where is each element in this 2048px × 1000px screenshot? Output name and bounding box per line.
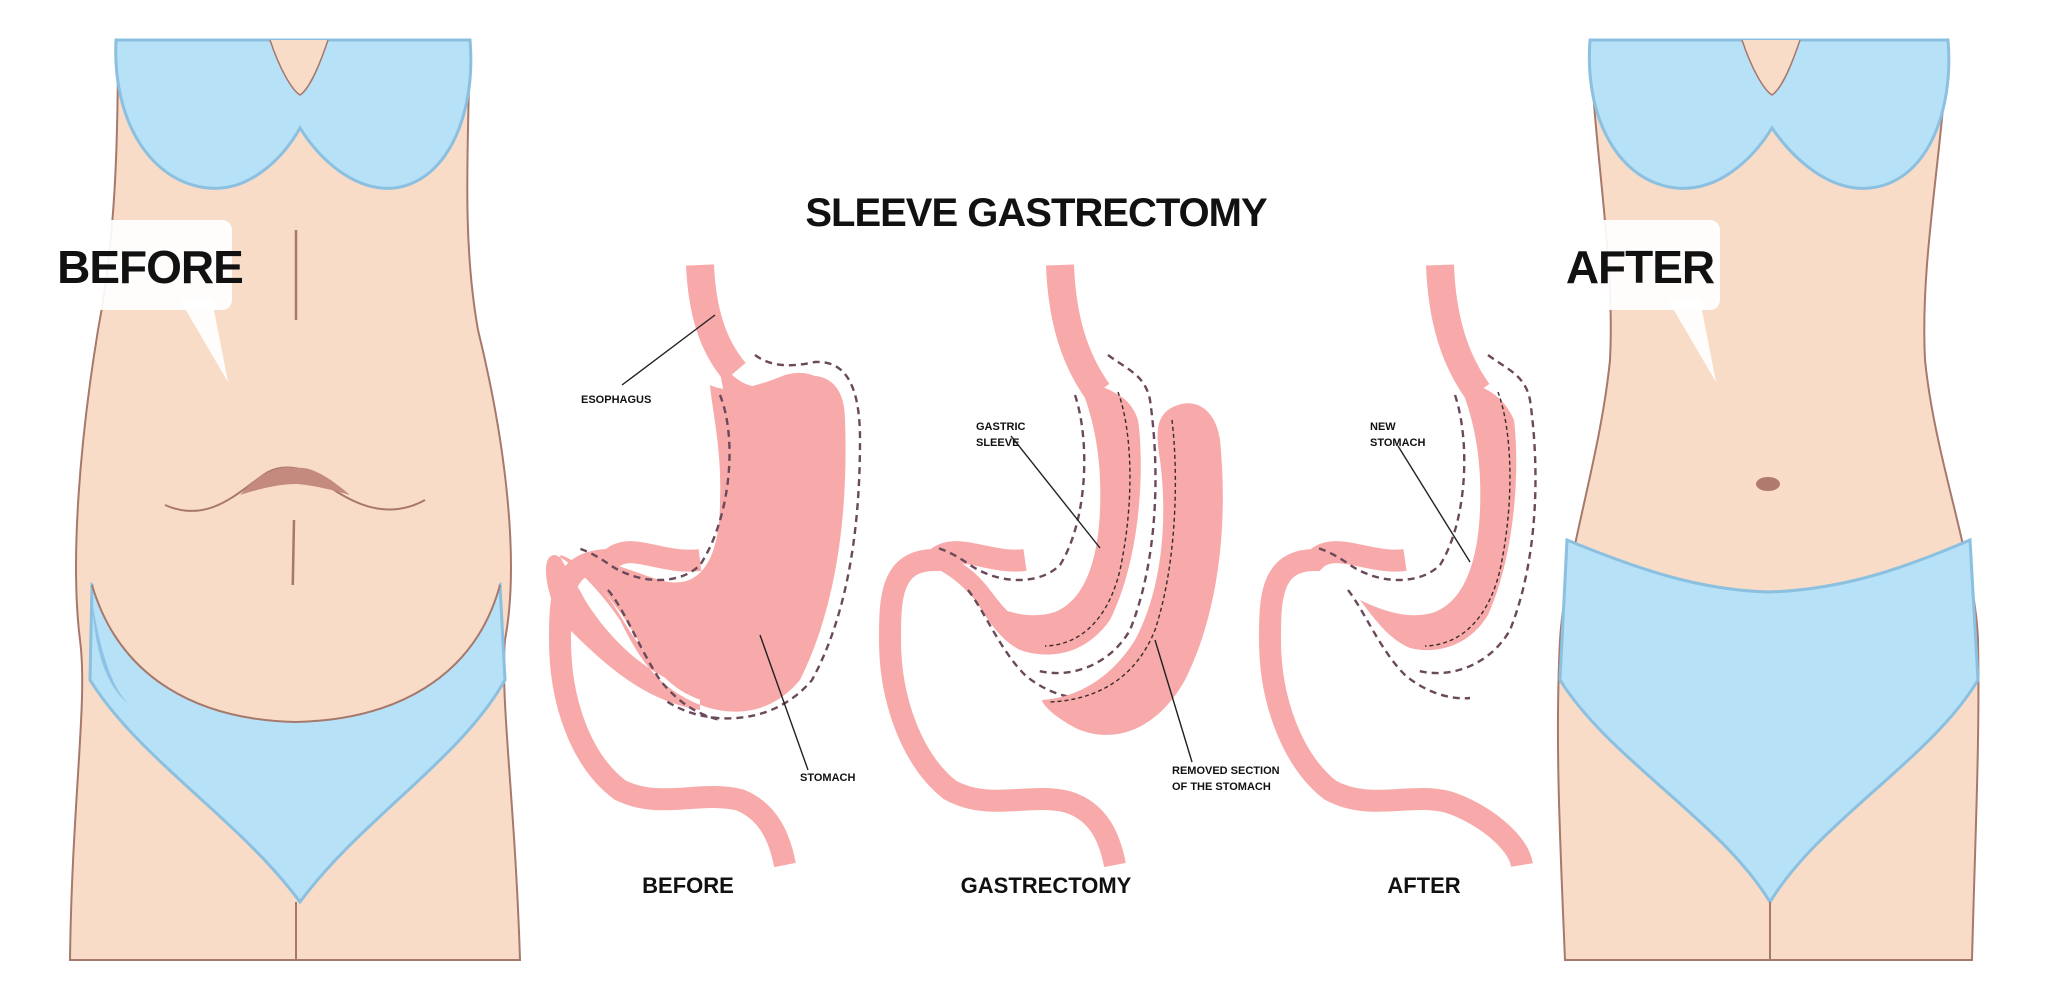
left-navel xyxy=(240,467,350,495)
esophagus-tube-3 xyxy=(1426,264,1490,401)
panel-gastrectomy: GASTRIC SLEEVE REMOVED SECTION OF THE ST… xyxy=(878,264,1280,898)
label-new-line1: NEW xyxy=(1370,421,1396,433)
before-speech-bubble: BEFORE xyxy=(57,220,244,382)
left-belly-overhang xyxy=(91,584,501,724)
sleeve-staple-line xyxy=(1044,391,1131,647)
before-dash-inner xyxy=(577,394,731,582)
gastrectomy-dash-outer xyxy=(1034,354,1157,675)
esophagus-tube-2 xyxy=(1046,264,1110,401)
new-stomach xyxy=(1360,380,1517,651)
label-removed-line2: OF THE STOMACH xyxy=(1172,781,1271,793)
gastric-sleeve xyxy=(930,380,1141,655)
gastrectomy-dash-lower xyxy=(967,589,1091,700)
left-cleavage xyxy=(269,39,329,96)
esophagus-tube xyxy=(686,264,746,382)
after-dash-inner xyxy=(1317,394,1466,582)
removed-section-leader xyxy=(1154,639,1193,763)
right-cleavage xyxy=(1741,39,1801,96)
removed-staple-line xyxy=(1049,419,1177,703)
label-new-line2: STOMACH xyxy=(1370,437,1425,449)
gastric-sleeve-leader xyxy=(1010,435,1101,549)
after-bubble-text: AFTER xyxy=(1566,241,1715,293)
caption-after: AFTER xyxy=(1387,873,1460,898)
left-bra xyxy=(114,38,473,190)
label-removed-line1: REMOVED SECTION xyxy=(1172,765,1280,777)
new-stomach-staple-line xyxy=(1424,391,1511,647)
right-body-figure: AFTER xyxy=(1556,38,1980,961)
diagram-title: SLEEVE GASTRECTOMY xyxy=(805,191,1268,235)
left-body-figure: BEFORE xyxy=(57,38,522,961)
new-stomach-leader xyxy=(1397,445,1471,563)
caption-before: BEFORE xyxy=(642,873,734,898)
right-bra xyxy=(1587,38,1951,190)
caption-gastrectomy: GASTRECTOMY xyxy=(961,873,1132,898)
duodenum-before xyxy=(548,541,796,868)
panel-after: NEW STOMACH AFTER xyxy=(1258,264,1537,898)
right-underwear xyxy=(1558,537,1980,905)
esophagus-leader xyxy=(621,314,716,386)
after-dash-lower xyxy=(1347,589,1471,700)
duodenum-after xyxy=(1258,541,1533,868)
gastrectomy-dash-inner xyxy=(937,394,1086,582)
stomach-leader xyxy=(759,634,809,771)
gastric-sleeve-upper xyxy=(980,380,1137,651)
right-navel xyxy=(1756,477,1780,491)
label-stomach: STOMACH xyxy=(800,772,855,784)
panel-before: ESOPHAGUS STOMACH BEFORE xyxy=(545,264,862,898)
duodenum-gastrectomy xyxy=(878,541,1126,868)
label-gastric-line1: GASTRIC xyxy=(976,421,1026,433)
label-gastric-line2: SLEEVE xyxy=(976,437,1019,449)
before-bubble-text: BEFORE xyxy=(57,241,243,293)
removed-stomach-section xyxy=(1042,403,1223,735)
left-underwear-shadow xyxy=(92,600,130,705)
after-dash-outer xyxy=(1414,354,1537,675)
label-esophagus: ESOPHAGUS xyxy=(581,394,651,406)
after-speech-bubble: AFTER xyxy=(1566,220,1720,382)
before-dash-outer xyxy=(664,354,862,720)
before-dash-lower xyxy=(607,589,721,722)
stomach-before-body xyxy=(572,372,842,705)
